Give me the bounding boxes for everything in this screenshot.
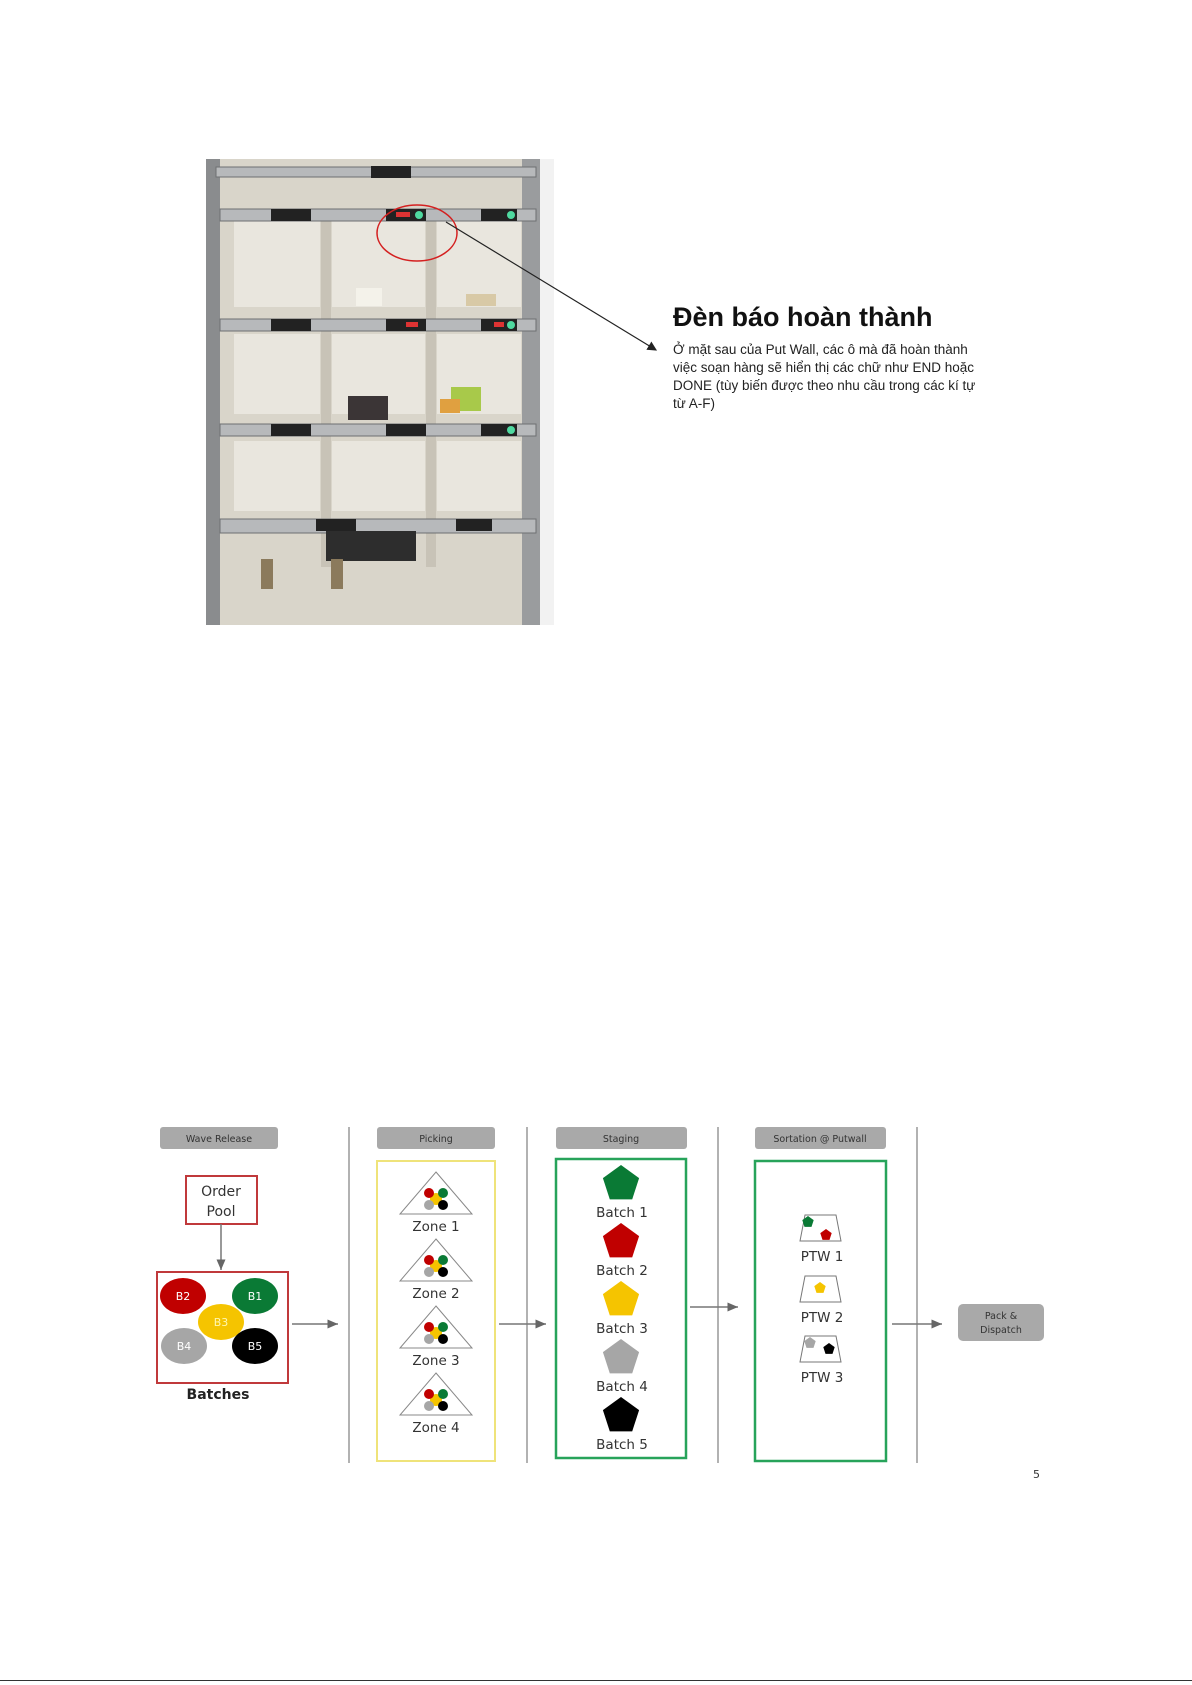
stage-header-staging: Staging <box>556 1127 687 1149</box>
sortation-box <box>753 1159 888 1463</box>
svg-text:B1: B1 <box>248 1290 263 1303</box>
staging-batch-shape <box>602 1165 640 1200</box>
batch-oval: B3 <box>198 1304 244 1340</box>
page-number: 5 <box>1033 1468 1040 1481</box>
order-pool-box: Order Pool <box>185 1175 258 1225</box>
section-title: Đèn báo hoàn thành <box>673 302 933 332</box>
svg-text:B2: B2 <box>176 1290 191 1303</box>
staging-batch-shape <box>602 1223 640 1258</box>
description-line: từ A-F) <box>673 396 716 411</box>
batch-oval: B1 <box>232 1278 278 1314</box>
svg-text:PTW 3: PTW 3 <box>801 1370 844 1386</box>
svg-text:Wave Release: Wave Release <box>186 1134 252 1145</box>
description-line: việc soạn hàng sẽ hiển thị các chữ như E… <box>673 360 974 375</box>
svg-text:Dispatch: Dispatch <box>980 1325 1022 1336</box>
zone-item: Zone 2 <box>398 1238 474 1302</box>
staging-box <box>554 1157 688 1460</box>
stage-dividers <box>348 1127 918 1463</box>
svg-text:Staging: Staging <box>603 1134 639 1145</box>
svg-text:Zone 1: Zone 1 <box>412 1219 459 1235</box>
svg-text:PTW 1: PTW 1 <box>801 1249 844 1265</box>
section-description: Ở mặt sau của Put Wall, các ô mà đã hoàn… <box>673 341 1003 413</box>
stage-header-sortation: Sortation @ Putwall <box>755 1127 886 1149</box>
process-diagram: Wave Release Picking Staging Sortation @… <box>156 1127 1044 1481</box>
description-line: DONE (tùy biến được theo nhu cầu trong c… <box>673 378 976 393</box>
pointer-arrow <box>445 221 658 351</box>
svg-text:B3: B3 <box>214 1316 229 1329</box>
putwall-item: PTW 3 <box>799 1335 844 1386</box>
staging-batch-shape <box>602 1281 640 1316</box>
batch-oval: B2 <box>160 1278 206 1314</box>
svg-text:Zone 2: Zone 2 <box>412 1286 459 1302</box>
stage-header-picking: Picking <box>377 1127 495 1149</box>
svg-text:Zone 4: Zone 4 <box>412 1420 459 1436</box>
zone-item: Zone 3 <box>398 1305 474 1369</box>
staging-batch: Batch 1 <box>596 1205 648 1221</box>
staging-batch-shape <box>602 1397 640 1432</box>
svg-text:B5: B5 <box>248 1340 263 1353</box>
batch-oval: B4 <box>161 1328 207 1364</box>
svg-text:Pool: Pool <box>207 1204 236 1220</box>
staging-shapes <box>602 1165 640 1432</box>
batch-oval: B5 <box>232 1328 278 1364</box>
pack-dispatch-box: Pack & Dispatch <box>958 1304 1044 1341</box>
svg-text:Pack &: Pack & <box>985 1311 1018 1322</box>
flow-arrows <box>292 1302 942 1329</box>
svg-text:PTW 2: PTW 2 <box>801 1310 844 1326</box>
svg-text:Zone 3: Zone 3 <box>412 1353 459 1369</box>
zone-item: Zone 4 <box>398 1372 474 1436</box>
description-line: Ở mặt sau của Put Wall, các ô mà đã hoàn… <box>673 342 968 357</box>
svg-text:B4: B4 <box>177 1340 192 1353</box>
staging-batch: Batch 5 <box>596 1437 648 1453</box>
putwall-item: PTW 2 <box>799 1275 844 1326</box>
svg-text:Sortation @ Putwall: Sortation @ Putwall <box>773 1134 866 1145</box>
staging-batch: Batch 2 <box>596 1263 648 1279</box>
staging-batch-shape <box>602 1339 640 1374</box>
svg-text:Picking: Picking <box>419 1134 453 1145</box>
staging-batch: Batch 4 <box>596 1379 648 1395</box>
staging-batch: Batch 3 <box>596 1321 648 1337</box>
picking-box <box>376 1160 496 1462</box>
zone-item: Zone 1 <box>398 1171 474 1235</box>
put-wall-photo <box>206 159 554 625</box>
batches-label: Batches <box>187 1387 250 1403</box>
stage-header-wave-release: Wave Release <box>160 1127 278 1149</box>
putwall-item: PTW 1 <box>799 1214 844 1265</box>
page-bottom-rule <box>0 1680 1192 1681</box>
svg-text:Order: Order <box>201 1184 241 1200</box>
staging-labels: Batch 1 Batch 2 Batch 3 Batch 4 Batch 5 <box>596 1205 648 1453</box>
